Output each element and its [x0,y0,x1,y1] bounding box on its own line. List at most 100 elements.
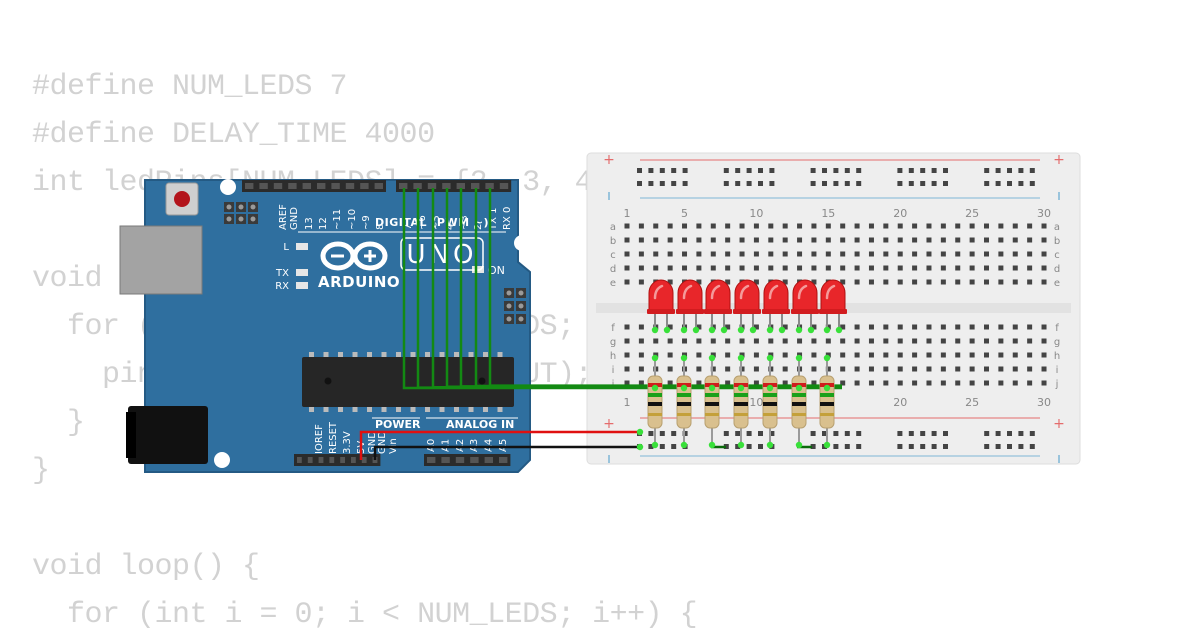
breadboard-hole[interactable] [653,251,659,257]
breadboard-hole[interactable] [811,324,817,330]
breadboard-hole[interactable] [856,168,862,173]
red-led[interactable] [733,279,761,334]
header-socket[interactable] [329,457,335,463]
breadboard-hole[interactable] [624,352,630,358]
breadboard-hole[interactable] [912,237,918,243]
breadboard-hole[interactable] [854,265,860,271]
breadboard-hole[interactable] [984,380,989,386]
breadboard-hole[interactable] [782,324,788,330]
breadboard-hole[interactable] [984,352,989,358]
breadboard-hole[interactable] [920,181,926,186]
breadboard-hole[interactable] [682,223,688,229]
header-socket[interactable] [442,183,451,189]
breadboard-hole[interactable] [897,223,903,229]
breadboard-hole[interactable] [746,431,752,436]
resistor[interactable] [676,354,692,449]
breadboard-hole[interactable] [659,431,665,436]
breadboard-hole[interactable] [696,380,702,386]
breadboard-hole[interactable] [782,265,788,271]
breadboard-hole[interactable] [768,338,774,344]
breadboard-hole[interactable] [854,380,860,386]
breadboard-hole[interactable] [940,380,946,386]
breadboard-hole[interactable] [1029,168,1035,173]
breadboard-hole[interactable] [653,223,659,229]
breadboard-hole[interactable] [969,352,975,358]
breadboard-hole[interactable] [782,251,788,257]
breadboard-hole[interactable] [638,380,644,386]
breadboard-hole[interactable] [969,251,975,257]
breadboard-hole[interactable] [753,324,759,330]
breadboard-hole[interactable] [753,338,759,344]
breadboard-hole[interactable] [912,324,918,330]
breadboard-hole[interactable] [825,338,831,344]
breadboard-hole[interactable] [822,181,827,186]
breadboard-hole[interactable] [931,181,937,186]
resistor[interactable] [762,354,778,449]
breadboard-hole[interactable] [844,444,850,449]
breadboard-hole[interactable] [883,251,889,257]
breadboard-hole[interactable] [998,324,1004,330]
header-socket[interactable] [331,183,340,189]
breadboard-hole[interactable] [1041,324,1047,330]
breadboard-hole[interactable] [912,352,918,358]
breadboard-hole[interactable] [735,181,741,186]
breadboard-hole[interactable] [753,237,759,243]
breadboard-hole[interactable] [995,181,1001,186]
breadboard-hole[interactable] [1027,366,1033,372]
breadboard-hole[interactable] [840,279,846,285]
header-socket[interactable] [318,457,324,463]
breadboard-hole[interactable] [840,380,846,386]
breadboard-hole[interactable] [1012,265,1018,271]
header-socket[interactable] [259,183,268,189]
breadboard-hole[interactable] [825,352,831,358]
breadboard-hole[interactable] [955,237,961,243]
breadboard-hole[interactable] [696,251,702,257]
breadboard-hole[interactable] [667,366,673,372]
breadboard-hole[interactable] [638,279,644,285]
breadboard-hole[interactable] [998,251,1004,257]
breadboard-hole[interactable] [696,279,702,285]
breadboard-hole[interactable] [854,251,860,257]
breadboard-hole[interactable] [811,223,817,229]
breadboard-hole[interactable] [840,352,846,358]
breadboard-hole[interactable] [856,181,862,186]
breadboard-hole[interactable] [1007,431,1012,436]
breadboard-hole[interactable] [637,181,642,186]
breadboard-hole[interactable] [912,251,918,257]
breadboard-hole[interactable] [624,265,630,271]
breadboard-hole[interactable] [840,265,846,271]
breadboard-hole[interactable] [854,324,860,330]
breadboard-hole[interactable] [758,168,763,173]
breadboard-hole[interactable] [739,223,745,229]
breadboard-hole[interactable] [897,444,903,449]
breadboard-hole[interactable] [897,251,903,257]
breadboard-hole[interactable] [854,223,860,229]
breadboard-hole[interactable] [710,338,716,344]
breadboard-hole[interactable] [1007,444,1012,449]
breadboard-hole[interactable] [926,251,932,257]
breadboard-hole[interactable] [1027,251,1033,257]
breadboard-hole[interactable] [931,168,937,173]
header-socket[interactable] [499,457,508,463]
breadboard-hole[interactable] [753,223,759,229]
breadboard-hole[interactable] [1012,324,1018,330]
breadboard-hole[interactable] [723,181,729,186]
header-socket[interactable] [427,457,436,463]
breadboard-hole[interactable] [969,265,975,271]
breadboard-hole[interactable] [969,324,975,330]
breadboard-hole[interactable] [710,251,716,257]
breadboard-hole[interactable] [984,237,989,243]
breadboard-hole[interactable] [624,237,630,243]
breadboard-hole[interactable] [955,279,961,285]
breadboard-hole[interactable] [624,324,630,330]
breadboard-hole[interactable] [1041,380,1047,386]
breadboard-hole[interactable] [912,338,918,344]
breadboard-hole[interactable] [671,168,677,173]
breadboard-hole[interactable] [648,431,654,436]
breadboard-hole[interactable] [753,366,759,372]
breadboard-hole[interactable] [868,237,874,243]
breadboard-hole[interactable] [897,168,903,173]
breadboard-hole[interactable] [753,265,759,271]
breadboard-hole[interactable] [768,251,774,257]
breadboard-hole[interactable] [667,380,673,386]
